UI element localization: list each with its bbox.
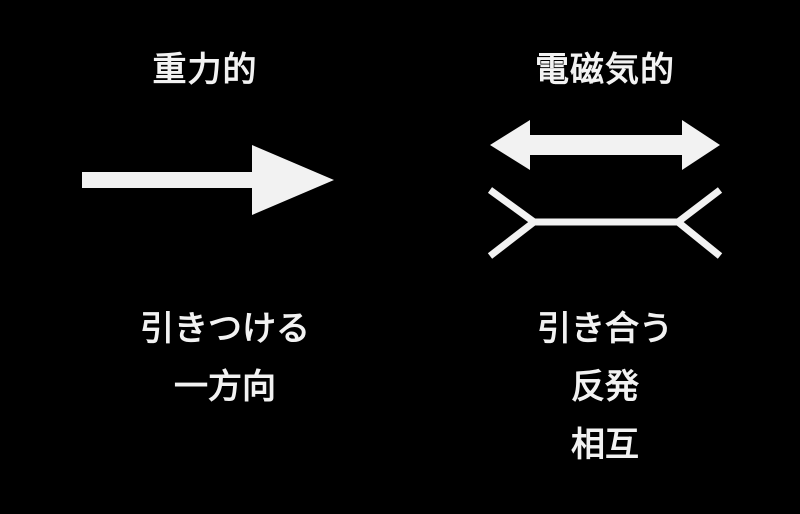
interaction-left-upper-line <box>487 187 537 225</box>
one-way-arrow-icon <box>82 145 334 215</box>
one-way-arrow-shaft <box>82 172 262 188</box>
gravity-caption: 引きつける 一方向 <box>80 300 370 416</box>
gravity-caption-line-1: 引きつける <box>140 309 310 349</box>
double-arrow-right-head <box>682 120 720 170</box>
electromagnetic-caption-line-3: 相互 <box>571 425 639 465</box>
interaction-right-upper-line <box>675 187 723 225</box>
electromagnetic-title: 電磁気的 <box>535 50 675 90</box>
double-headed-arrow-icon <box>490 120 720 170</box>
one-way-arrow-head <box>252 145 334 215</box>
double-arrow-shaft <box>520 135 692 155</box>
gravity-title: 重力的 <box>152 50 258 90</box>
mutual-interaction-icon <box>487 187 723 259</box>
double-arrow-left-head <box>490 120 530 170</box>
electromagnetic-caption-line-1: 引き合う <box>537 309 673 349</box>
electromagnetic-caption-line-2: 反発 <box>571 367 639 407</box>
gravity-caption-line-2: 一方向 <box>174 367 276 407</box>
interaction-right-lower-line <box>675 219 723 259</box>
interaction-left-lower-line <box>487 219 537 259</box>
electromagnetic-caption: 引き合う 反発 相互 <box>470 300 740 474</box>
